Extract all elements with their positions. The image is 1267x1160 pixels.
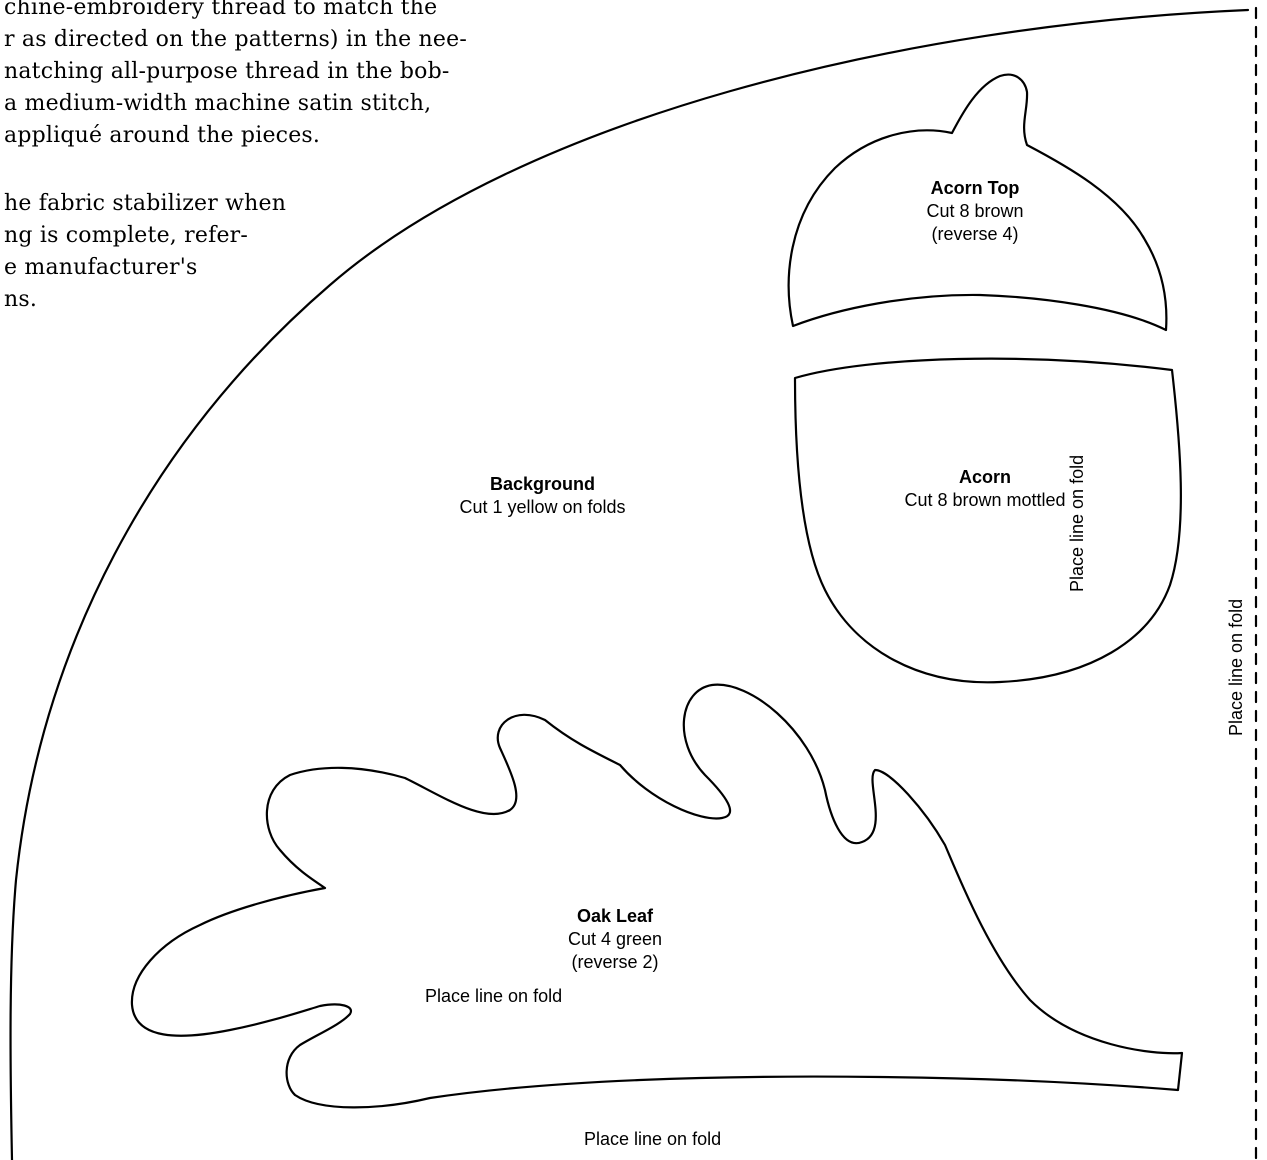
acorn-top-note: (reverse 4): [931, 224, 1019, 244]
instruction-line: ng is complete, refer-: [4, 223, 249, 248]
acorn-top-cut: Cut 8 brown: [926, 201, 1024, 221]
background-label: Background Cut 1 yellow on folds: [430, 473, 655, 519]
acorn-fold-label: Place line on fold: [1067, 454, 1087, 592]
instruction-line: he fabric stabilizer when: [4, 191, 287, 216]
oak-leaf-note: (reverse 2): [571, 952, 659, 972]
instruction-line: a medium-width machine satin stitch,: [4, 91, 432, 116]
background-name: Background: [489, 474, 595, 494]
oak-leaf-fold-label: Place line on fold: [425, 986, 563, 1006]
instruction-line: r as directed on the patterns) in the ne…: [4, 27, 467, 52]
oak-leaf-outline: [130, 683, 1184, 1109]
instruction-line: appliqué around the pieces.: [4, 123, 321, 148]
instruction-line: chine-embroidery thread to match the: [4, 0, 438, 20]
background-cut: Cut 1 yellow on folds: [459, 497, 626, 517]
acorn-cut: Cut 8 brown mottled: [904, 490, 1066, 510]
acorn-name: Acorn: [958, 467, 1011, 487]
instructions-paragraph-2: he fabric stabilizer when ng is complete…: [4, 188, 286, 316]
bottom-fold-label: Place line on fold: [584, 1129, 722, 1149]
oak-leaf-label: Oak Leaf Cut 4 green (reverse 2): [540, 905, 690, 974]
instruction-line: e manufacturer's: [4, 255, 198, 280]
oak-leaf-name: Oak Leaf: [576, 906, 654, 926]
acorn-top-outline: [787, 73, 1168, 332]
acorn-top-name: Acorn Top: [930, 178, 1020, 198]
oak-leaf-cut: Cut 4 green: [567, 929, 663, 949]
right-fold-label: Place line on fold: [1226, 598, 1246, 736]
instruction-line: ns.: [4, 287, 38, 312]
background-outline: [9, 8, 1250, 1160]
acorn-outline: [793, 357, 1182, 684]
acorn-label: Acorn Cut 8 brown mottled: [880, 466, 1090, 512]
acorn-top-label: Acorn Top Cut 8 brown (reverse 4): [900, 177, 1050, 246]
instructions-paragraph-1: chine-embroidery thread to match the r a…: [4, 0, 467, 152]
instruction-line: natching all-purpose thread in the bob-: [4, 59, 450, 84]
